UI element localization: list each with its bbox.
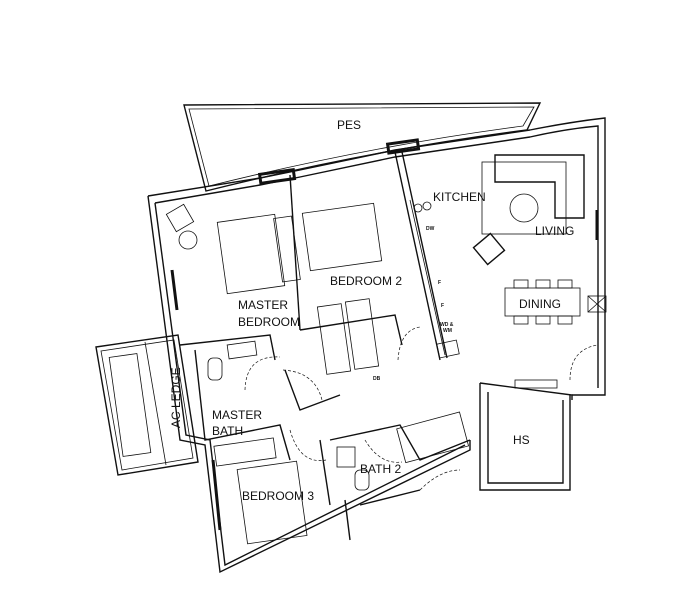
dishwasher-label: DW — [426, 226, 435, 232]
furniture — [165, 154, 607, 545]
kitchen-counter: DW F F WD & WM DB — [373, 199, 454, 382]
room-label-master-bath: MASTER — [212, 408, 262, 422]
room-label-hs: HS — [513, 433, 530, 447]
window — [170, 269, 179, 311]
room-label-bedroom-2: BEDROOM 2 — [330, 274, 402, 288]
washer-dryer-label: WD & — [440, 322, 454, 328]
fridge-label: F — [438, 280, 441, 286]
bed-2 — [301, 202, 383, 272]
wardrobe — [316, 303, 352, 375]
room-label-master-bedroom: MASTER — [238, 298, 288, 312]
armchair — [472, 232, 506, 266]
toilet — [207, 357, 223, 381]
yard — [396, 411, 470, 464]
ac-ledge — [95, 334, 199, 476]
master-bed — [216, 213, 286, 295]
room-label-bath-2: BATH 2 — [360, 462, 401, 476]
headboard — [273, 215, 301, 283]
window — [385, 138, 421, 155]
washer-dryer-label: WM — [443, 328, 452, 334]
room-label-pes: PES — [337, 118, 361, 132]
coffee-table — [509, 193, 539, 223]
db-label: DB — [373, 376, 381, 382]
wardrobe — [213, 437, 277, 467]
sofa — [494, 154, 585, 219]
doors — [244, 326, 598, 491]
outer-walls — [147, 117, 606, 574]
bed-3 — [236, 460, 308, 545]
interior-walls — [179, 151, 573, 541]
armchair — [165, 203, 195, 233]
window — [257, 167, 297, 186]
wardrobe — [344, 298, 380, 370]
room-label-dining: DINING — [519, 297, 561, 311]
room-label-living: LIVING — [535, 224, 574, 238]
window — [514, 379, 558, 389]
room-label-ac-ledge: AC LEDGE — [169, 367, 183, 428]
side-table — [178, 230, 198, 250]
fridge-label: F — [441, 303, 444, 309]
room-label-kitchen: KITCHEN — [433, 190, 486, 204]
room-label-master-bedroom: BEDROOM — [238, 315, 300, 329]
basin — [226, 340, 258, 360]
rug — [481, 161, 567, 235]
room-label-master-bath: BATH — [212, 424, 243, 438]
toilet — [354, 469, 370, 491]
basin — [336, 446, 356, 468]
window — [211, 459, 222, 531]
pes-area — [183, 102, 542, 192]
room-label-bedroom-3: BEDROOM 3 — [242, 489, 314, 503]
